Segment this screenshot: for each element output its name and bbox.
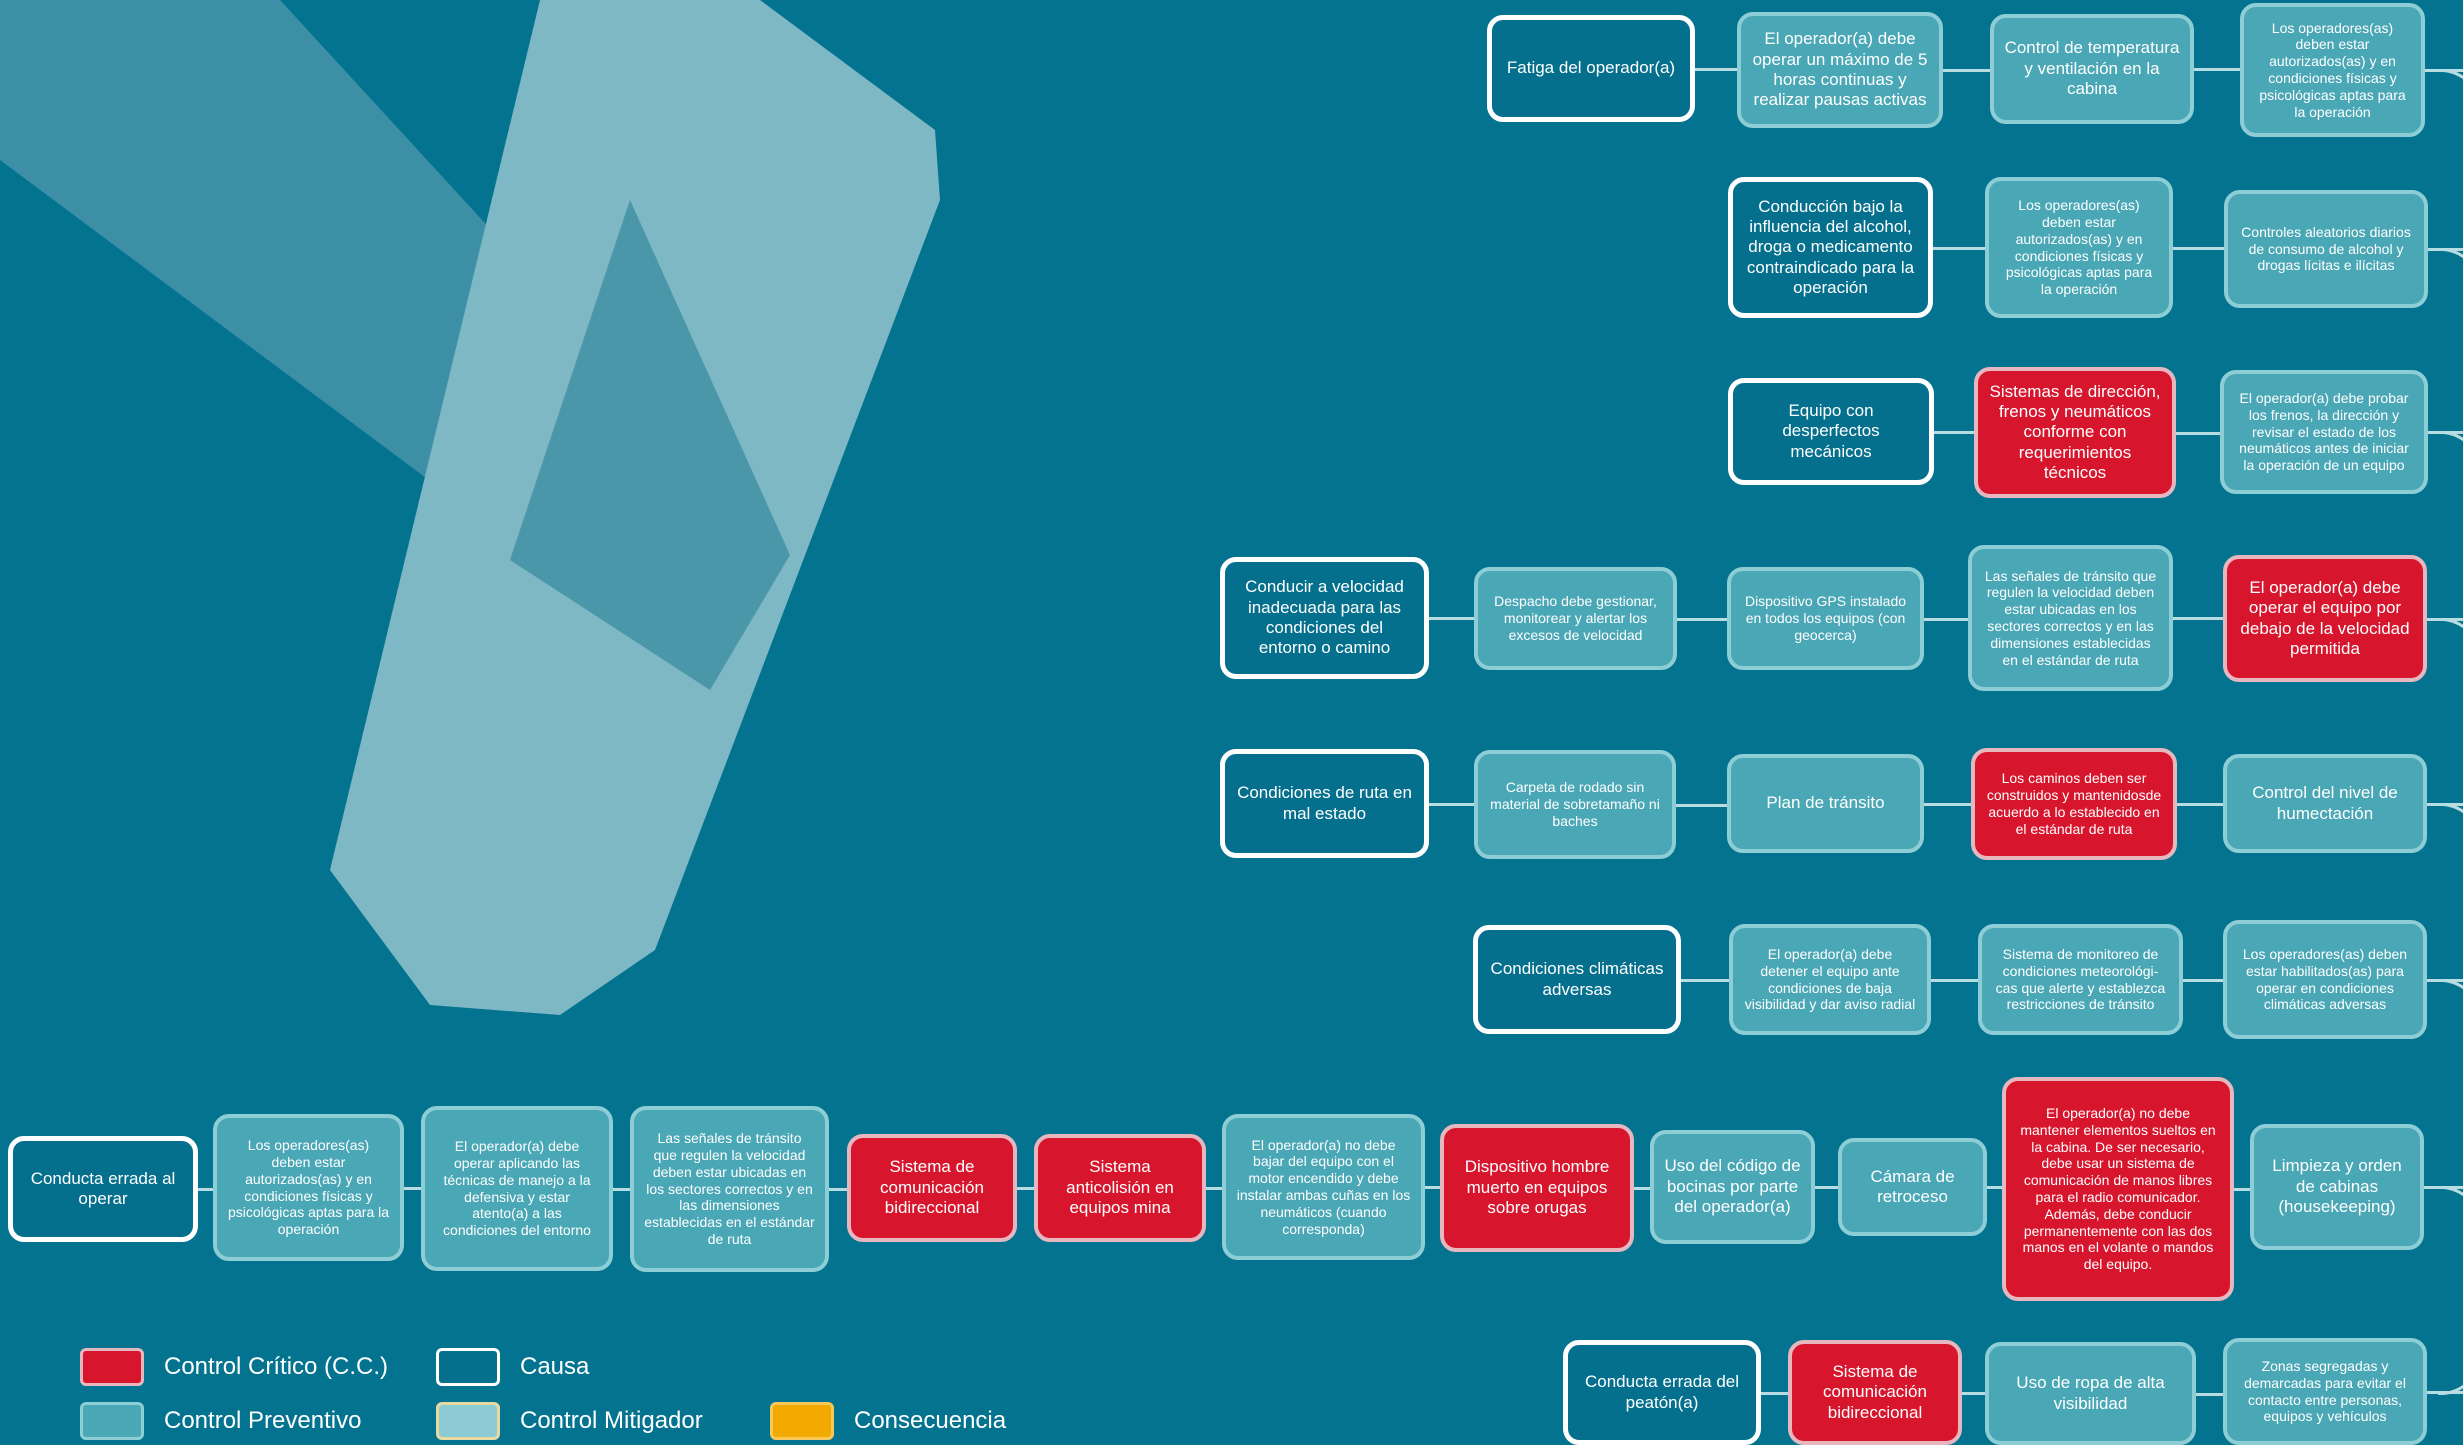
preventive-control-box: Sistema de monitoreo de condiciones mete…	[1978, 924, 2183, 1035]
connector-curve	[2438, 1352, 2463, 1395]
legend-label-mitigator: Control Mitigador	[520, 1407, 703, 1434]
connector-line	[2173, 617, 2223, 620]
preventive-control-box: Controles aleatorios diarios de consumo …	[2224, 190, 2428, 308]
connector-line	[1017, 1187, 1034, 1190]
preventive-control-box: Carpeta de rodado sin material de sobret…	[1474, 750, 1676, 859]
legend-swatch-preventive	[80, 1402, 144, 1440]
preventive-control-box: Plan de tránsito	[1727, 754, 1924, 853]
preventive-control-box: El operador(a) no debe bajar del equipo …	[1222, 1114, 1425, 1260]
logo-overlap	[510, 200, 790, 690]
connector-line	[1761, 1392, 1788, 1395]
legend-item-cause: Causa	[436, 1348, 589, 1386]
critical-control-box: Sistemas de dirección, frenos y neumátic…	[1974, 367, 2176, 498]
connector-line	[1987, 1186, 2002, 1189]
connector-line	[2194, 68, 2240, 71]
connector-line	[1924, 618, 1968, 621]
legend-label-cause: Causa	[520, 1353, 590, 1380]
connector-line	[2196, 1393, 2223, 1396]
preventive-control-box: Limpieza y orden de cabinas (housekeepin…	[2250, 1124, 2424, 1250]
connector-curve	[2438, 69, 2463, 112]
connector-line	[1695, 68, 1737, 71]
preventive-control-box: Los operadores(as) deben estar autorizad…	[213, 1114, 404, 1261]
preventive-control-box: El operador(a) debe detener el equipo an…	[1729, 924, 1931, 1035]
critical-control-box: Sistema anticolisión en equipos mina	[1034, 1134, 1206, 1242]
critical-control-box: Sistema de comunicación bidireccional	[847, 1134, 1017, 1242]
legend-label-consequence: Consecuencia	[854, 1407, 1007, 1434]
legend-label-preventive: Control Preventivo	[164, 1407, 362, 1434]
cause-box: Equipo con desperfectos mecánicos	[1728, 378, 1934, 485]
preventive-control-box: Control de temperatura y ventilación en …	[1990, 14, 2194, 124]
connector-line	[2176, 432, 2220, 435]
connector-line	[2234, 1188, 2250, 1191]
preventive-control-box: El operador(a) debe operar aplicando las…	[421, 1106, 613, 1271]
cause-box: Conducción bajo la influencia del alcoho…	[1728, 177, 1933, 318]
connector-line	[613, 1188, 630, 1191]
preventive-control-box: Los operadores(as) deben estar autorizad…	[1985, 177, 2173, 318]
preventive-control-box: Uso de ropa de alta visibilidad	[1985, 1342, 2196, 1445]
connector-line	[198, 1188, 213, 1191]
cause-box: Conducta errada al operar	[8, 1136, 198, 1242]
legend-item-critical: Control Crítico (C.C.)	[80, 1348, 388, 1386]
connector-line	[1943, 69, 1990, 72]
connector-curve	[2438, 248, 2463, 291]
connector-curve	[2438, 979, 2463, 1022]
connector-line	[1962, 1392, 1985, 1395]
connector-line	[2177, 803, 2223, 806]
connector-line	[1681, 979, 1729, 982]
critical-control-box: Sistema de comunicación bidireccional	[1788, 1340, 1962, 1445]
preventive-control-box: Control del nivel de humectación	[2223, 754, 2427, 853]
connector-line	[1429, 803, 1474, 806]
preventive-control-box: Las señales de tránsito que regulen la v…	[630, 1106, 829, 1272]
critical-control-box: El operador(a) no debe mantener elemento…	[2002, 1077, 2234, 1301]
connector-line	[1677, 618, 1727, 621]
critical-control-box: Los caminos deben ser construidos y mant…	[1971, 748, 2177, 860]
connector-line	[1425, 1186, 1440, 1189]
connector-curve	[2438, 431, 2463, 474]
connector-line	[1206, 1187, 1222, 1190]
connector-line	[829, 1188, 847, 1191]
connector-line	[1429, 617, 1474, 620]
connector-curve	[2438, 803, 2463, 846]
legend-item-consequence: Consecuencia	[770, 1402, 1006, 1440]
connector-curve	[2438, 618, 2463, 661]
preventive-control-box: Las señales de tránsito que regulen la v…	[1968, 545, 2173, 691]
cause-box: Condiciones de ruta en mal estado	[1220, 749, 1429, 858]
critical-control-box: El operador(a) debe operar el equipo por…	[2223, 555, 2427, 682]
connector-line	[1933, 247, 1985, 250]
connector-line	[1676, 804, 1727, 807]
connector-line	[1924, 803, 1971, 806]
legend-swatch-cause	[436, 1348, 500, 1386]
connector-line	[404, 1187, 421, 1190]
critical-control-box: Dispositivo hombre muerto en equipos sob…	[1440, 1124, 1634, 1252]
connector-line	[1931, 979, 1978, 982]
legend-label-critical: Control Crítico (C.C.)	[164, 1353, 389, 1380]
preventive-control-box: Los operadores(as) deben estar autorizad…	[2240, 3, 2425, 137]
preventive-control-box: Zonas segregadas y demarcadas para evita…	[2223, 1338, 2427, 1445]
brand-v-logo	[0, 0, 940, 1015]
legend-item-preventive: Control Preventivo	[80, 1402, 361, 1440]
preventive-control-box: Despacho debe gestionar, monitorear y al…	[1474, 567, 1677, 670]
cause-box: Conducir a velocidad inadecuada para las…	[1220, 557, 1429, 679]
cause-box: Fatiga del operador(a)	[1487, 15, 1695, 122]
connector-line	[2173, 247, 2224, 250]
legend-swatch-critical	[80, 1348, 144, 1386]
preventive-control-box: Cámara de retroceso	[1838, 1138, 1987, 1236]
cause-box: Conducta errada del peatón(a)	[1563, 1340, 1761, 1445]
legend-item-mitigator: Control Mitigador	[436, 1402, 703, 1440]
connector-line	[1634, 1187, 1650, 1190]
connector-line	[1934, 431, 1974, 434]
preventive-control-box: El operador(a) debe operar un máximo de …	[1737, 12, 1943, 128]
preventive-control-box: Uso del código de bocinas por parte del …	[1650, 1130, 1815, 1244]
connector-line	[2183, 979, 2223, 982]
legend-swatch-mitigator	[436, 1402, 500, 1440]
preventive-control-box: Dispositivo GPS instalado en todos los e…	[1727, 567, 1924, 670]
preventive-control-box: El operador(a) debe probar los frenos, l…	[2220, 370, 2428, 494]
preventive-control-box: Los operadores(as) deben estar habilitad…	[2223, 920, 2427, 1039]
connector-curve	[2438, 1186, 2463, 1229]
connector-line	[1815, 1186, 1838, 1189]
cause-box: Condiciones climáticas adversas	[1473, 925, 1681, 1034]
legend-swatch-consequence	[770, 1402, 834, 1440]
